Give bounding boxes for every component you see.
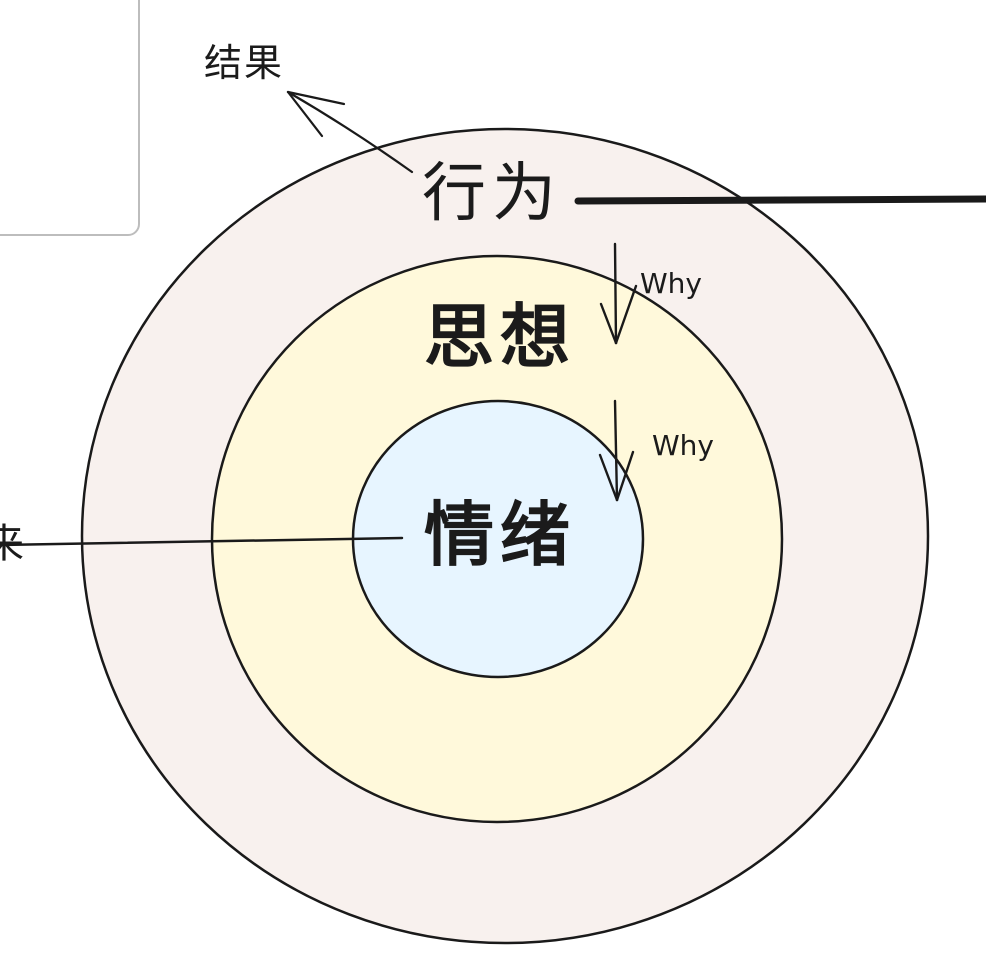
- why-arrow-2[interactable]: [598, 399, 635, 502]
- text-box-frame[interactable]: [0, 0, 140, 236]
- result-arrow[interactable]: [286, 90, 414, 174]
- result-label: 结果: [204, 41, 285, 85]
- left-cut-label: 来: [0, 521, 24, 567]
- emotion-label: 情绪: [424, 494, 576, 576]
- behavior-label: 行为: [422, 157, 562, 231]
- why-arrow-1[interactable]: [599, 242, 638, 345]
- why-label-2: Why: [652, 429, 715, 462]
- behavior-bar[interactable]: [574, 195, 986, 205]
- thought-label: 思想: [424, 296, 576, 378]
- why-label-1: Why: [640, 267, 703, 300]
- emotion-connector[interactable]: [0, 536, 404, 547]
